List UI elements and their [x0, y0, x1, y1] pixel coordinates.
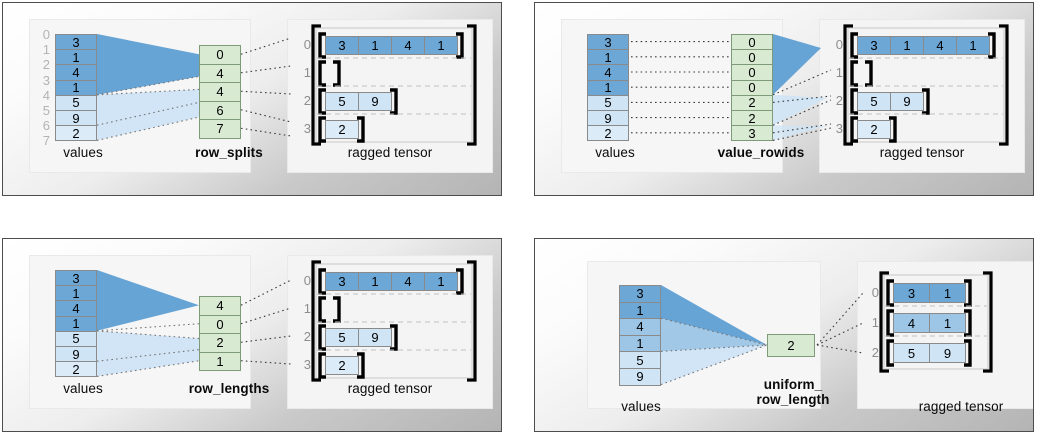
values-caption: values: [621, 399, 661, 414]
value-cell: 2: [587, 125, 629, 142]
ragged-row-index: 3: [835, 121, 843, 136]
ragged-row-index: 1: [871, 314, 879, 330]
ragged-row-index: 2: [303, 329, 311, 344]
ragged-row-index: 2: [835, 93, 843, 108]
value-cell: 9: [587, 110, 629, 127]
ragged-cell: 2: [857, 120, 891, 139]
value-index-label: 0: [42, 27, 50, 42]
ragged-cell: 1: [358, 272, 392, 291]
ragged-row-index: 0: [303, 273, 311, 288]
value-cell: 9: [619, 368, 661, 386]
ragged-cell: 9: [358, 328, 392, 347]
value-index-label: 2: [42, 57, 50, 73]
connector-overlay: [631, 24, 1009, 146]
encoding-caption-row_lengths: row_lengths: [188, 381, 270, 396]
ragged-cell: 1: [956, 36, 990, 55]
ragged-row-index: 0: [835, 37, 843, 52]
value-cell: 5: [619, 351, 661, 369]
ragged-cell: 3: [325, 272, 359, 291]
ragged-row-index: 3: [303, 121, 311, 136]
ragged-row-index: 1: [303, 65, 311, 80]
ragged-cell: 9: [890, 92, 924, 111]
ragged-cell: 2: [325, 120, 359, 139]
ragged-row-index: 2: [303, 93, 311, 108]
encoding-cell: 1: [199, 351, 241, 371]
encoding-cell: 2: [731, 110, 773, 127]
value-cell: 9: [55, 110, 97, 127]
encoding-cell: 3: [731, 125, 773, 142]
values-caption: values: [63, 381, 103, 396]
value-index-label: 6: [42, 118, 50, 134]
values-caption: values: [63, 145, 103, 160]
value-cell: 3: [55, 270, 97, 287]
encoding-caption-row_splits: row_splits: [195, 145, 263, 160]
ragged-row-index: 1: [835, 65, 843, 80]
ragged-row-index: 3: [303, 357, 311, 372]
ragged-row-index: 0: [303, 37, 311, 52]
value-cell: 2: [55, 361, 97, 378]
ragged-cell: 9: [929, 343, 966, 363]
value-index-label: 3: [42, 72, 50, 88]
value-index-label: 4: [42, 87, 50, 103]
ragged-cell: 2: [325, 356, 359, 375]
encoding-caption-uniform_row_length: uniform_ row_length: [756, 377, 830, 407]
connector-overlay: [96, 260, 477, 382]
ragged-cell: 1: [929, 283, 966, 303]
value-index-label: 5: [42, 103, 50, 118]
ragged-tensor-caption: ragged tensor: [347, 381, 433, 396]
ragged-row-index: 0: [871, 284, 879, 300]
value-index-label: 1: [42, 42, 50, 58]
encoding-column-uniform_row_length: 2: [767, 334, 815, 357]
ragged-tensor-caption: ragged tensor: [918, 399, 1004, 414]
ragged-cell: 9: [358, 92, 392, 111]
ragged-row-index: 1: [303, 301, 311, 316]
ragged-cell: 4: [923, 36, 957, 55]
ragged-cell: 1: [929, 313, 966, 333]
values-caption: values: [595, 145, 635, 160]
encoding-cell: 7: [199, 119, 241, 139]
ragged-row-index: 2: [871, 344, 879, 360]
value-index-label: 7: [42, 133, 50, 149]
encoding-caption-value_rowids: value_rowids: [717, 145, 805, 160]
ragged-tensor-caption: ragged tensor: [347, 145, 433, 160]
encoding-cell: 4: [199, 63, 241, 83]
encoding-cell: 6: [199, 100, 241, 120]
ragged-cell: 1: [424, 272, 458, 291]
value-cell: 2: [55, 125, 97, 142]
connector-overlay: [96, 24, 477, 146]
ragged-cell: 1: [424, 36, 458, 55]
encoding-cell: 2: [767, 334, 815, 357]
ragged-cell: 5: [857, 92, 891, 111]
connector-overlay: [660, 271, 993, 386]
ragged-tensor-caption: ragged tensor: [879, 145, 965, 160]
